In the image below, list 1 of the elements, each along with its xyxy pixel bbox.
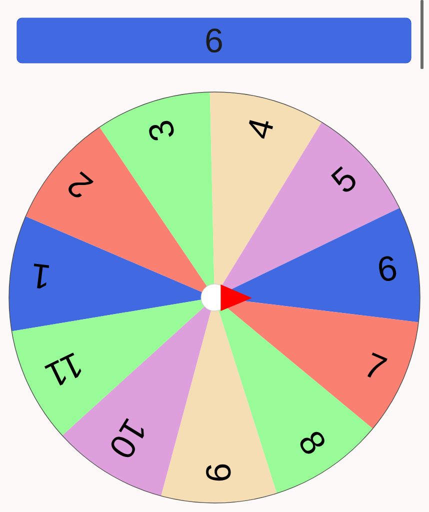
result-bar: 6 — [16, 18, 412, 64]
